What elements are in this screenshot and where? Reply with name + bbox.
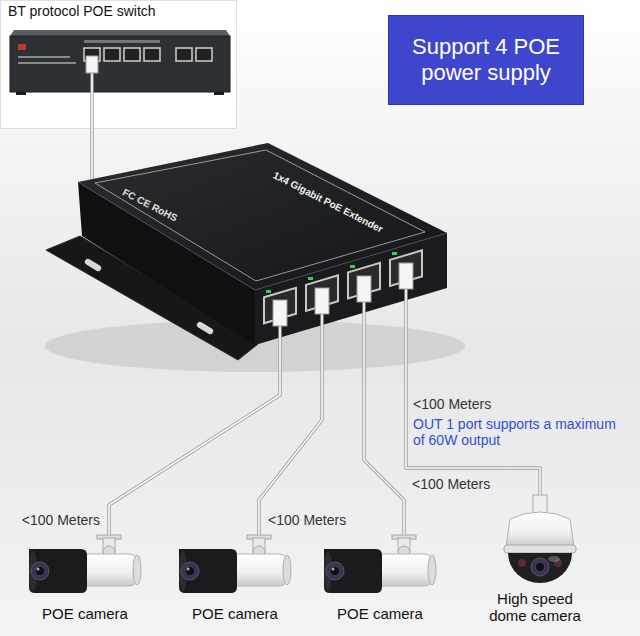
uplink-port (176, 48, 192, 61)
bullet-camera (179, 535, 291, 593)
switch-port (124, 48, 140, 61)
camera-node: POE camera (25, 535, 145, 627)
switch-port (104, 48, 120, 61)
port-led (266, 290, 271, 293)
bullet-camera (29, 535, 141, 593)
switch-logo (18, 44, 26, 50)
rj45-plug (273, 300, 287, 326)
cable-core (109, 348, 280, 535)
switch-unit: BT protocol POE switch (0, 0, 236, 100)
feature-banner: Support 4 POE power supply (388, 15, 584, 105)
distance-label: <100 Meters (22, 512, 100, 528)
cert-marks: FC CE RoHS (121, 186, 179, 223)
port-led (350, 265, 355, 268)
switch-print (18, 56, 70, 58)
cable-connector (109, 348, 280, 535)
cable-core (259, 348, 322, 535)
camera-node: POE camera (320, 535, 440, 627)
switch-front (10, 36, 230, 92)
port-led (308, 277, 313, 280)
label-anchor: <100 Meters (413, 396, 491, 412)
rj45-plug (86, 56, 98, 73)
cable-casing (90, 143, 93, 180)
dome-node: High speed dome camera (470, 495, 600, 627)
rj45-plug (357, 276, 371, 302)
rj45-plug (399, 263, 413, 289)
cable-casing (364, 348, 404, 535)
switch-foot (16, 92, 26, 95)
flange-slot (84, 258, 103, 272)
cable-core (91, 143, 93, 180)
cable-casing (90, 100, 93, 143)
label-anchor: <100 Meters (412, 476, 490, 492)
camera-label: POE camera (42, 605, 128, 623)
banner-text: Support 4 POE power supply (399, 34, 573, 87)
cable-casing (90, 72, 93, 100)
cable-casing (259, 348, 322, 535)
cable-core (364, 348, 404, 535)
label-outline (95, 150, 425, 281)
cable-casing (280, 287, 406, 348)
switch-foot (214, 92, 224, 95)
switch-top (10, 30, 230, 36)
distance-label: <100 Meters (412, 476, 490, 492)
port-strip (84, 40, 160, 43)
port-led (392, 252, 397, 255)
label-anchor: <100 Meters (22, 512, 100, 528)
camera-label: POE camera (192, 605, 278, 623)
flange-slot (196, 321, 215, 335)
cable-core (91, 100, 93, 143)
cable-casing (109, 348, 280, 535)
uplink-port (196, 48, 212, 61)
cable-core (280, 287, 406, 348)
cable-connector (259, 348, 322, 535)
switch-port (144, 48, 160, 61)
cable-connector (92, 100, 93, 143)
switch-print (18, 62, 76, 64)
rj45-plug (315, 288, 329, 314)
edge-highlight (78, 182, 447, 290)
poe-extender: 1x4 Gigabit PoE Extender FC CE RoHS (55, 143, 450, 348)
distance-label: <100 Meters (413, 396, 491, 412)
camera-label: POE camera (337, 605, 423, 623)
camera-node: POE camera (175, 535, 295, 627)
extender-top (78, 143, 447, 290)
photo-panel (1, 1, 237, 129)
cable-connector (364, 348, 404, 535)
label-anchor: <100 Meters (268, 512, 346, 528)
distance-label: <100 Meters (268, 512, 346, 528)
port-note: OUT 1 port supports a maximum of 60W out… (413, 416, 628, 448)
label-anchor: OUT 1 port supports a maximum of 60W out… (413, 416, 628, 448)
device-name: BT protocol POE switch (8, 3, 156, 20)
camera-label: High speed dome camera (483, 591, 588, 625)
device-print: 1x4 Gigabit PoE Extender (271, 169, 384, 234)
dome-camera (504, 495, 576, 583)
bullet-camera (324, 535, 436, 593)
cable-core (91, 72, 93, 100)
